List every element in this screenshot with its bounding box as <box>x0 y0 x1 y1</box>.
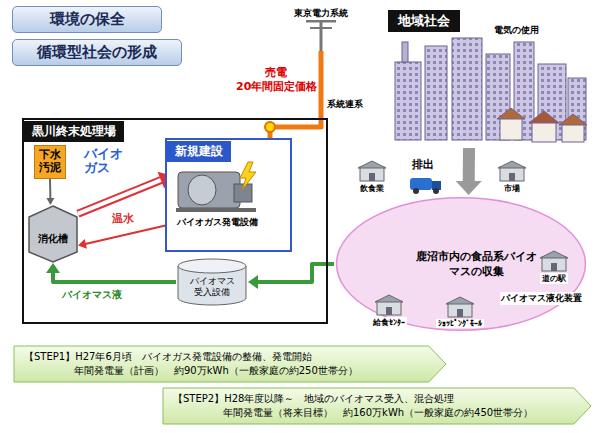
facility-icon <box>497 160 527 182</box>
node-text: 消化槽 <box>38 232 68 246</box>
node-text: 地域社会 <box>388 10 460 32</box>
edge-label: 売電 20年間固定価格 <box>236 66 316 95</box>
city-illustration <box>395 38 587 142</box>
connector <box>248 264 334 289</box>
node-text: 年間発電量（計画） 約90万kWh（一般家庭の約250世帯分） <box>24 364 406 378</box>
connector <box>46 179 54 205</box>
power-pole <box>306 15 336 51</box>
edge-label: 排出 <box>412 157 434 172</box>
facility: 市場 <box>492 160 532 194</box>
arrowhead <box>248 275 258 289</box>
edge-label: バイオガス <box>84 147 124 176</box>
title-box: 環境の保全 <box>12 6 162 33</box>
note-label: 系統連系 <box>326 98 364 111</box>
digester-tank: 消化槽 <box>28 205 78 263</box>
step-banner: 【STEP2】H28年度以降～ 地域のバイオマス受入、混合処理年間発電量（将来目… <box>163 388 591 424</box>
node-text: 飲食業 <box>358 183 386 194</box>
sludge-box: 下水汚泥 <box>34 145 66 179</box>
facility: ｼｮｯﾋﾟﾝｸﾞﾓｰﾙ <box>430 296 490 330</box>
node-text: 循環型社会の形成 <box>37 43 157 62</box>
node-text: ｼｮｯﾋﾟﾝｸﾞﾓｰﾙ <box>436 319 484 328</box>
connector-line <box>53 271 176 282</box>
arrowhead <box>78 239 87 249</box>
facility-icon <box>445 296 475 318</box>
generator-icon <box>172 160 262 216</box>
node-text: 下水汚泥 <box>38 149 61 174</box>
step-banner: 【STEP1】H27年6月頃 バイオガス発電設備の整備、発電開始年間発電量（計画… <box>14 346 446 382</box>
connector-line <box>84 224 172 244</box>
facility: 飲食業 <box>352 160 392 194</box>
arrowhead <box>456 181 482 195</box>
connector-line <box>256 264 334 282</box>
junction-dot <box>265 122 275 132</box>
node-text: 黒川終末処理場 <box>24 121 124 142</box>
facility-icon <box>374 294 404 316</box>
grid-node: 東京電力系統 <box>288 1 354 51</box>
connector-outline <box>78 179 163 214</box>
node-text: バイオガス発電設備 <box>177 216 258 229</box>
facility: 道の駅 <box>532 250 576 284</box>
node-text: 新規建設 <box>167 141 231 162</box>
truck-icon <box>410 178 441 194</box>
edge-label: 温水 <box>112 211 134 226</box>
node-text: バイオマス受入設備 <box>187 276 237 298</box>
node-text: 【STEP2】H28年度以降～ 地域のバイオマス受入、混合処理 <box>173 392 551 406</box>
arrowhead <box>46 198 54 205</box>
connector <box>46 263 176 282</box>
connector-line <box>49 179 51 199</box>
node-text: 給食ｾﾝﾀｰ <box>371 317 407 328</box>
connector <box>78 224 172 249</box>
receiving-tank: バイオマス受入設備 <box>176 258 248 306</box>
connector <box>456 148 482 195</box>
community-area: 地域社会 <box>380 10 592 148</box>
node-text: 鹿沼市内の食品系バイオマスの収集 <box>414 249 539 279</box>
node-text: 年間発電量（将来目標） 約160万kWh（一般家庭の約450世帯分） <box>173 406 551 420</box>
facility-icon <box>357 160 387 182</box>
node-text: 環境の保全 <box>50 10 125 29</box>
edge-label: バイオマス液 <box>62 288 122 302</box>
note-label: 電気の使用 <box>492 24 541 37</box>
note-label: バイオマス液化装置 <box>500 292 583 305</box>
node-text: 【STEP1】H27年6月頃 バイオガス発電設備の整備、発電開始 <box>24 350 406 364</box>
generator-unit: バイオガス発電設備 <box>172 160 262 238</box>
node-text: 道の駅 <box>540 273 568 284</box>
connector-line <box>463 148 475 184</box>
arrowhead <box>46 263 60 273</box>
new-construction-box: 新規建設バイオガス発電設備 <box>165 138 292 252</box>
node-text: 市場 <box>502 183 522 194</box>
facility-icon <box>539 250 569 272</box>
node-text: 東京電力系統 <box>294 7 348 20</box>
connector-line <box>78 179 163 214</box>
title-box: 循環型社会の形成 <box>12 39 182 66</box>
connector <box>78 172 172 214</box>
facility: 給食ｾﾝﾀｰ <box>364 294 414 328</box>
